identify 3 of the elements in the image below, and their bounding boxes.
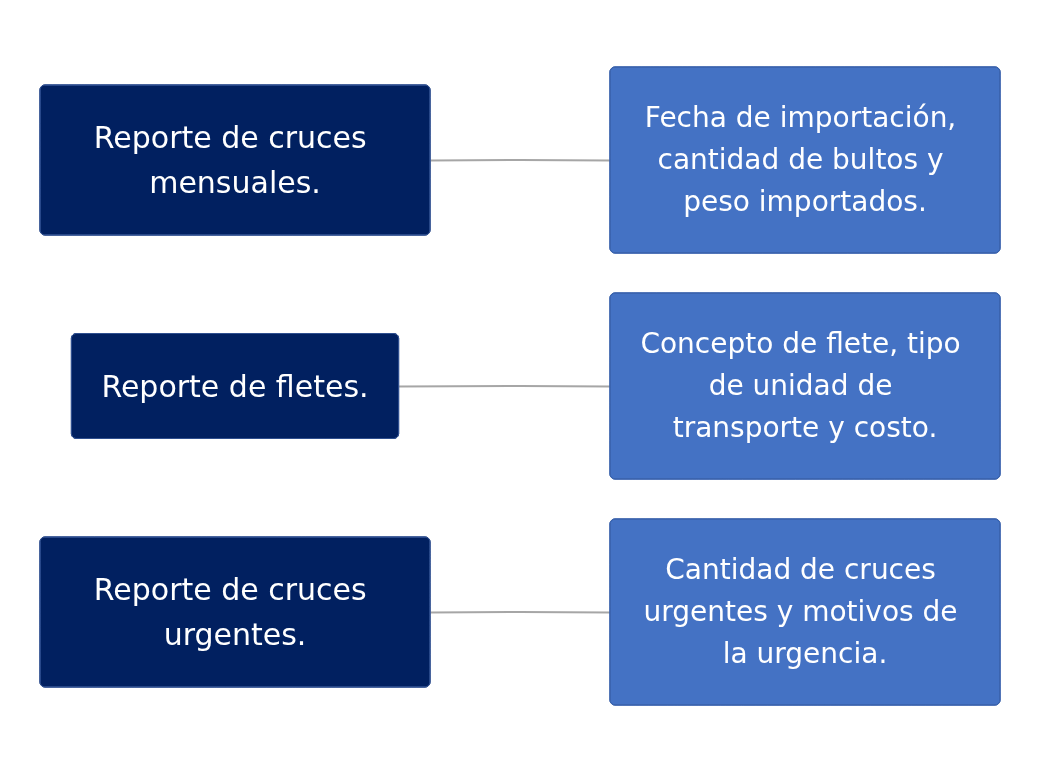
connector [429, 159, 612, 162]
connector [398, 385, 612, 388]
connector [429, 611, 612, 614]
